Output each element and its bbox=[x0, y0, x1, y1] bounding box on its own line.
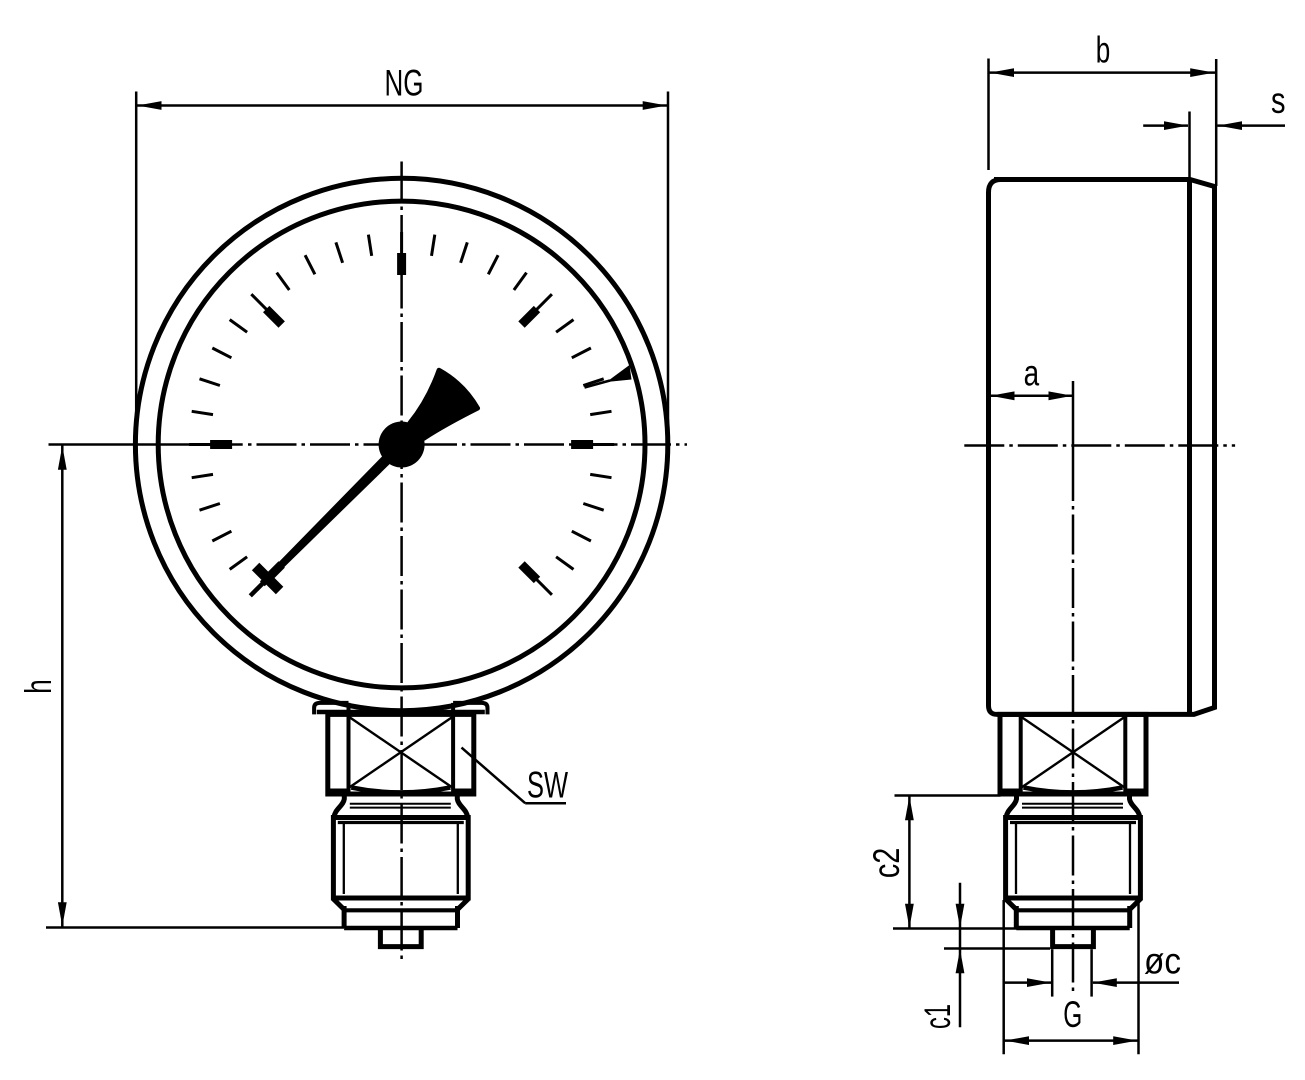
svg-text:G: G bbox=[1063, 994, 1082, 1035]
svg-text:b: b bbox=[1096, 30, 1111, 71]
svg-text:a: a bbox=[1024, 352, 1040, 393]
svg-text:c1: c1 bbox=[917, 1004, 958, 1029]
svg-text:c2: c2 bbox=[866, 848, 907, 879]
svg-text:NG: NG bbox=[385, 63, 424, 104]
svg-text:SW: SW bbox=[527, 765, 568, 806]
svg-text:øc: øc bbox=[1144, 940, 1181, 981]
svg-text:s: s bbox=[1271, 80, 1286, 121]
svg-text:h: h bbox=[18, 679, 59, 694]
